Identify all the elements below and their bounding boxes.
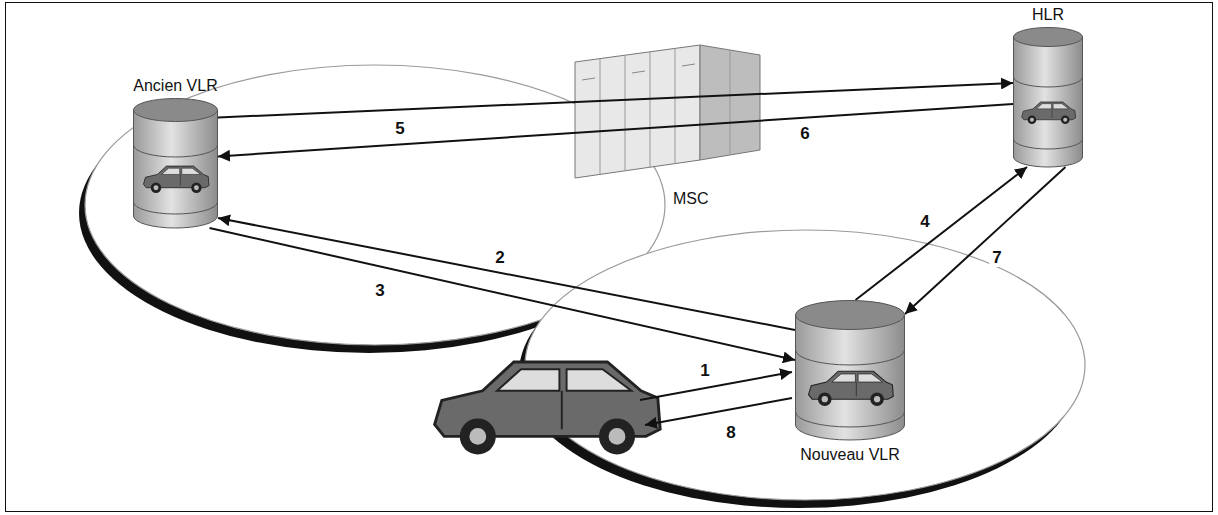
msc-cabinets <box>575 45 760 178</box>
cylinder-shape <box>795 300 905 440</box>
cylinder-shape <box>1013 27 1083 167</box>
car-icon <box>143 166 209 193</box>
callout-number: 8 <box>723 424 738 442</box>
frame <box>6 3 1213 512</box>
cylinder-shape <box>133 98 218 228</box>
mobile-car <box>435 362 661 454</box>
callout-number: 3 <box>372 282 387 300</box>
node-label: Ancien VLR <box>133 77 218 95</box>
node-label: HLR <box>1032 6 1064 24</box>
database-cylinder: HLR <box>1013 27 1083 167</box>
signal-arrow <box>640 372 792 400</box>
node-label: Nouveau VLR <box>800 446 900 464</box>
node-label: MSC <box>673 190 709 208</box>
database-cylinder: Ancien VLR <box>133 98 218 228</box>
database-cylinder: Nouveau VLR <box>795 300 905 440</box>
message-arrow <box>210 228 796 360</box>
callout-number: 4 <box>917 213 932 231</box>
message-arrow <box>218 104 1013 157</box>
callout-number: 6 <box>797 125 812 143</box>
message-arrow <box>218 218 795 330</box>
callout-number: 1 <box>697 362 712 380</box>
car-icon <box>809 371 894 406</box>
callout-number: 7 <box>989 249 1004 267</box>
car-icon <box>1022 102 1076 124</box>
callout-number: 2 <box>492 249 507 267</box>
message-arrow <box>905 167 1066 314</box>
signal-arrow <box>645 398 792 425</box>
callout-number: 5 <box>392 120 407 138</box>
switch-center: MSC <box>565 38 765 210</box>
